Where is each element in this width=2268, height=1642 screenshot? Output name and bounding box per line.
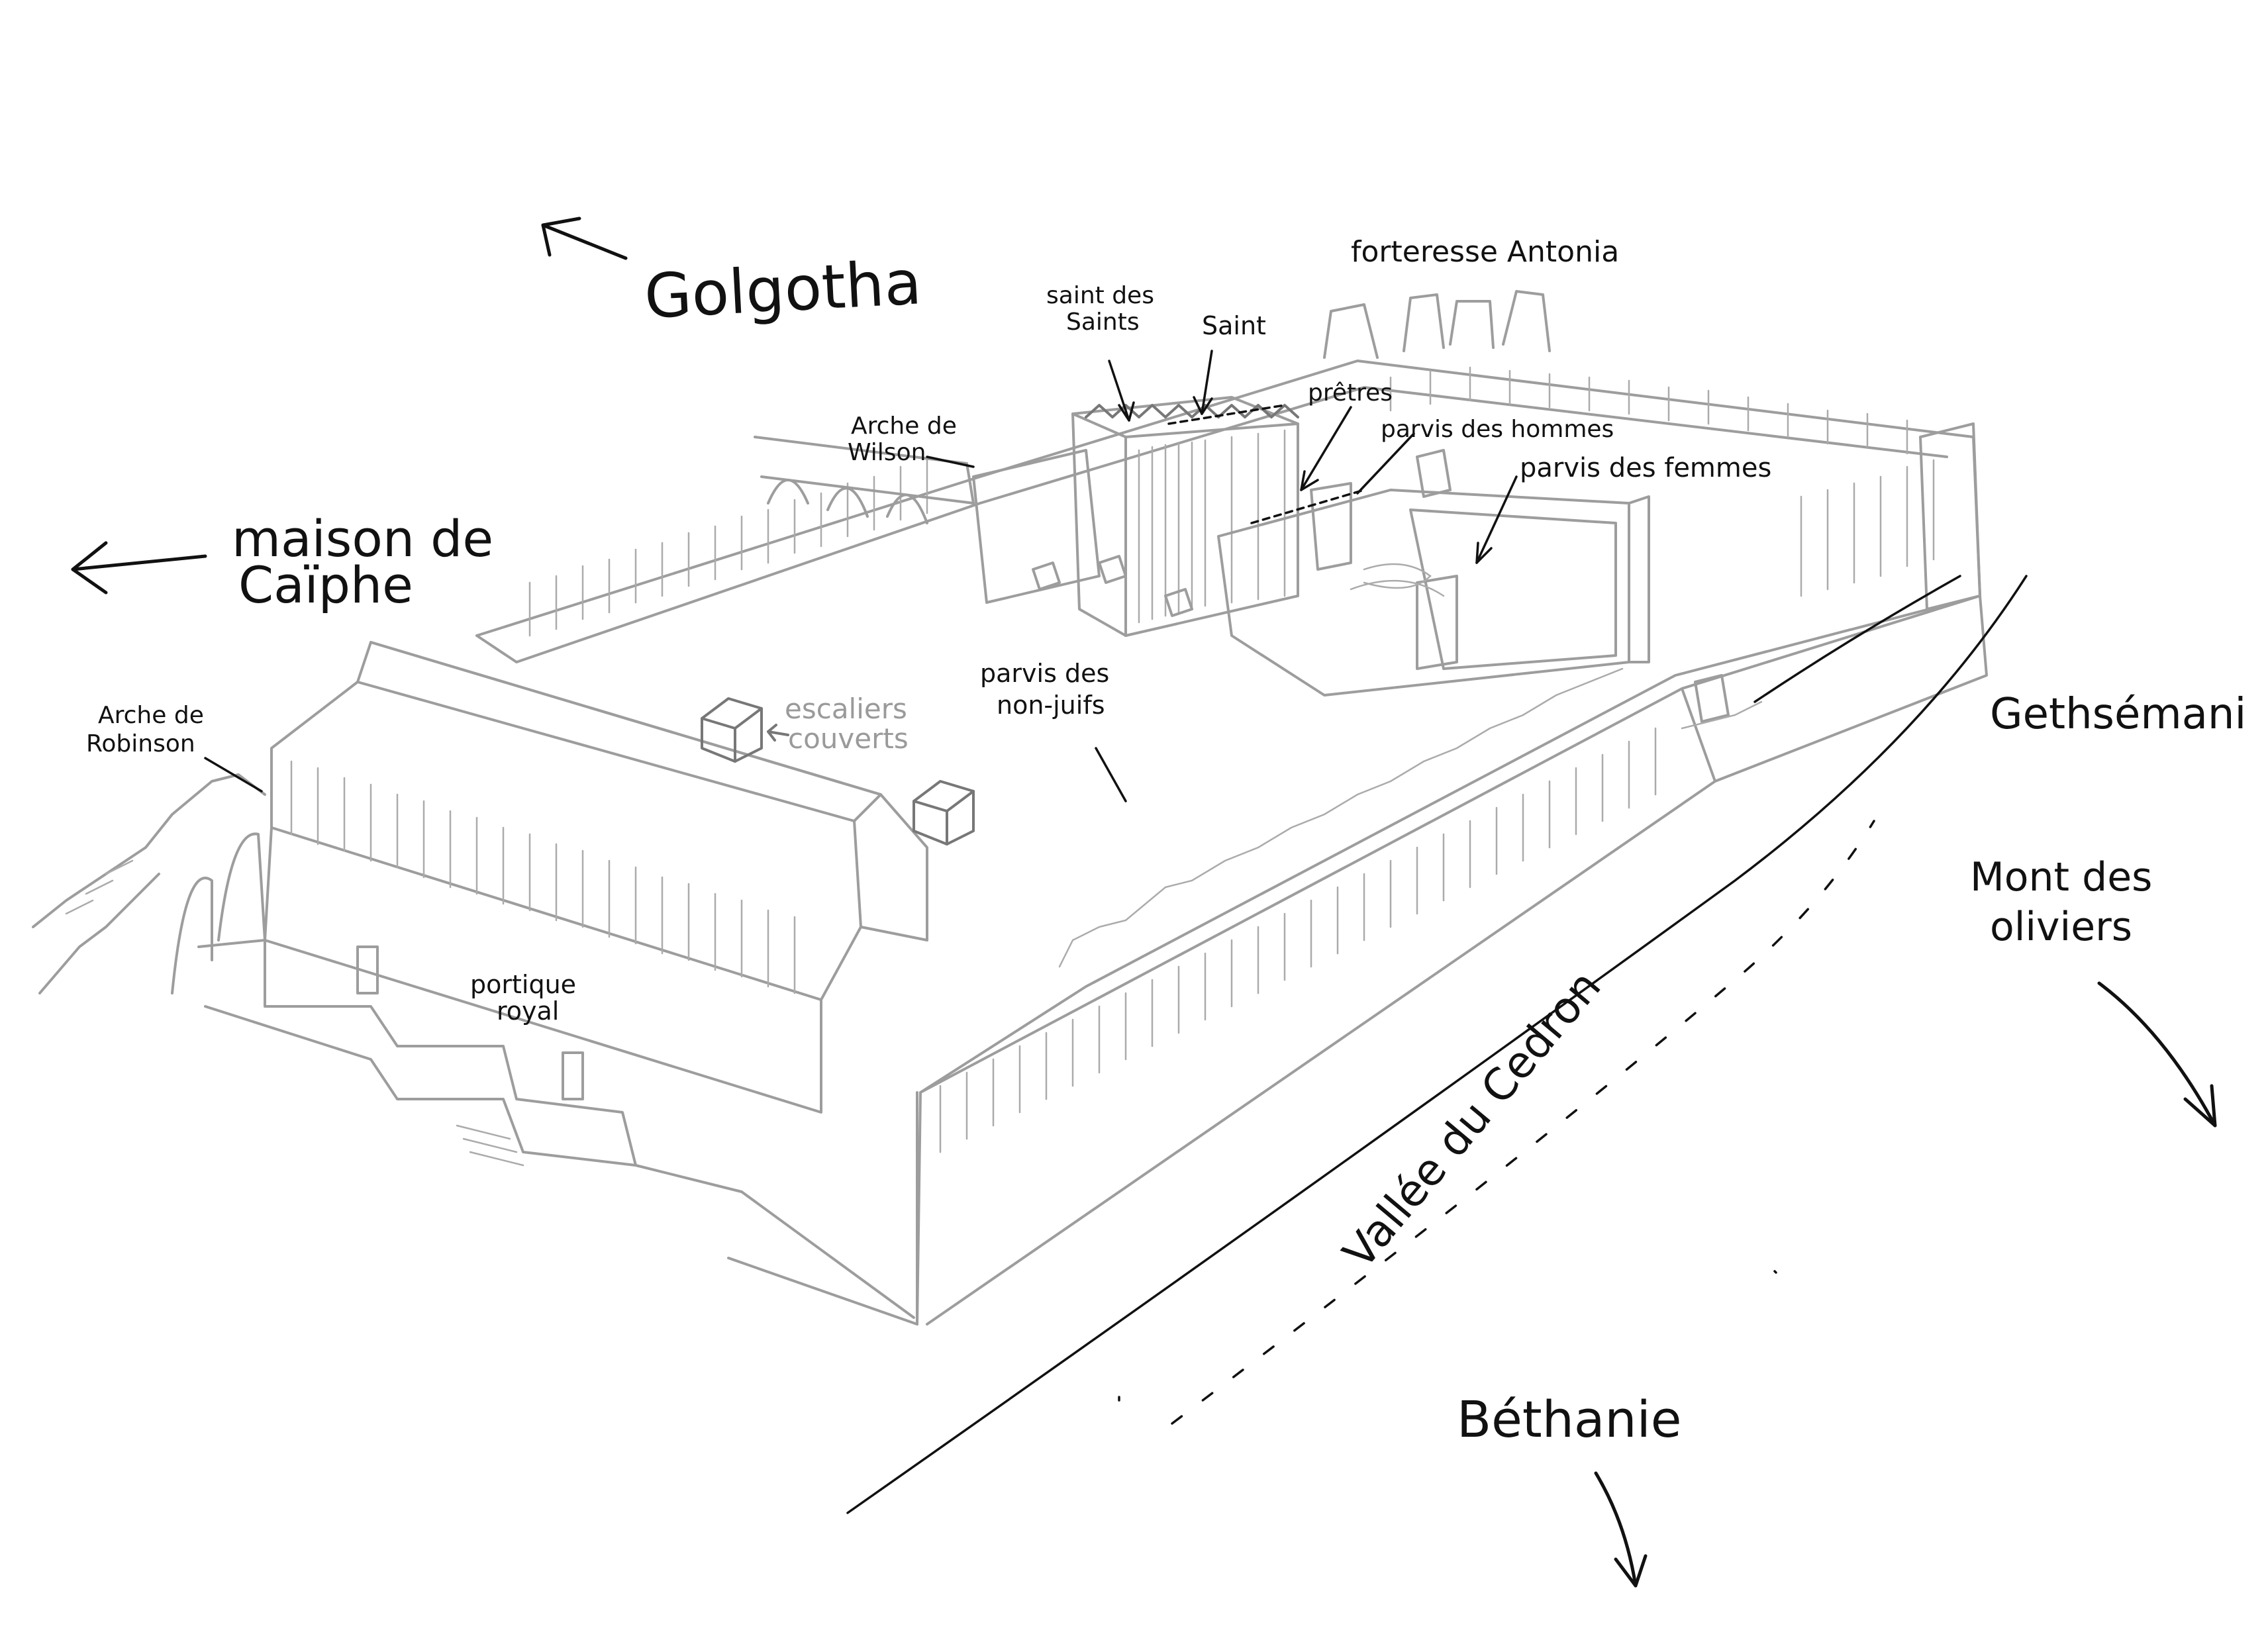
labels-layer: Golgotha maison de Caïphe forteresse Ant…: [86, 235, 2246, 1449]
antonia-fortress-sketch: [1323, 290, 1551, 359]
parvis-des-non-juifs-label-line1: parvis des: [980, 659, 1109, 688]
escaliers-couverts-label-line2: couverts: [788, 722, 909, 755]
mont-des-oliviers-label-line2: oliviers: [1990, 904, 2132, 950]
robinson-arch-sketch: [32, 773, 266, 994]
bethanie-arrow: [1594, 1471, 1648, 1588]
bethanie-label: Béthanie: [1457, 1390, 1681, 1449]
portique-royal-label-line2: royal: [497, 996, 559, 1026]
parvis-des-hommes-label: parvis des hommes: [1381, 416, 1614, 443]
arche-de-wilson-label-line2: Wilson: [848, 439, 926, 466]
temple-mount-sketch: [32, 290, 1988, 1326]
maison-de-caiphe-label-line1: maison de: [232, 509, 493, 568]
covered-stairs-sketch: [701, 697, 975, 845]
parvis-des-non-juifs-label-line2: non-juifs: [997, 691, 1105, 720]
saint-label: Saint: [1202, 311, 1266, 340]
escaliers-pointer: [767, 724, 789, 742]
arche-de-robinson-label-line1: Arche de: [98, 702, 204, 729]
mont-oliviers-arrow: [2097, 981, 2217, 1128]
hommes-leader: [1250, 432, 1415, 524]
royal-portico-sketch: [197, 641, 928, 1319]
non-juifs-leader: [1095, 747, 1127, 802]
front-right-wall-hatching: [939, 727, 1657, 1153]
golgotha-arrow: [541, 217, 628, 260]
wilson-arch-sketch: [754, 436, 975, 524]
robinson-leader: [204, 757, 263, 793]
femmes-pointer: [1475, 475, 1518, 564]
arche-de-robinson-label-line2: Robinson: [86, 730, 195, 757]
saint-des-saints-label-line1: saint des: [1046, 282, 1154, 309]
arche-de-wilson-label-line1: Arche de: [851, 412, 957, 440]
saint-des-saints-label-line2: Saints: [1066, 309, 1140, 336]
forteresse-antonia-label: forteresse Antonia: [1351, 235, 1619, 269]
vallee-du-cedron-label: Vallée du Cedron: [1333, 961, 1610, 1278]
saint-des-saints-pointer: [1108, 360, 1135, 422]
maison-de-caiphe-label-line2: Caïphe: [238, 555, 413, 614]
saint-dashed-divider: [1167, 404, 1286, 425]
back-wall-hatching: [528, 366, 1935, 637]
saint-pointer: [1193, 350, 1213, 415]
kidron-valley-lines: [846, 575, 2028, 1514]
mont-des-oliviers-label-line1: Mont des: [1970, 854, 2152, 900]
golgotha-label: Golgotha: [643, 247, 924, 332]
pretres-label: prêtres: [1308, 379, 1393, 407]
inner-temple-sketch: [972, 396, 1650, 697]
parvis-des-femmes-label: parvis des femmes: [1520, 453, 1771, 483]
escaliers-couverts-label-line1: escaliers: [785, 693, 907, 725]
wilson-leader: [926, 456, 975, 468]
caiphe-arrow: [71, 541, 207, 595]
pretres-pointer: [1300, 406, 1352, 491]
gethsemani-label: Gethsémani: [1990, 690, 2246, 739]
portique-royal-label-line1: portique: [470, 970, 576, 999]
